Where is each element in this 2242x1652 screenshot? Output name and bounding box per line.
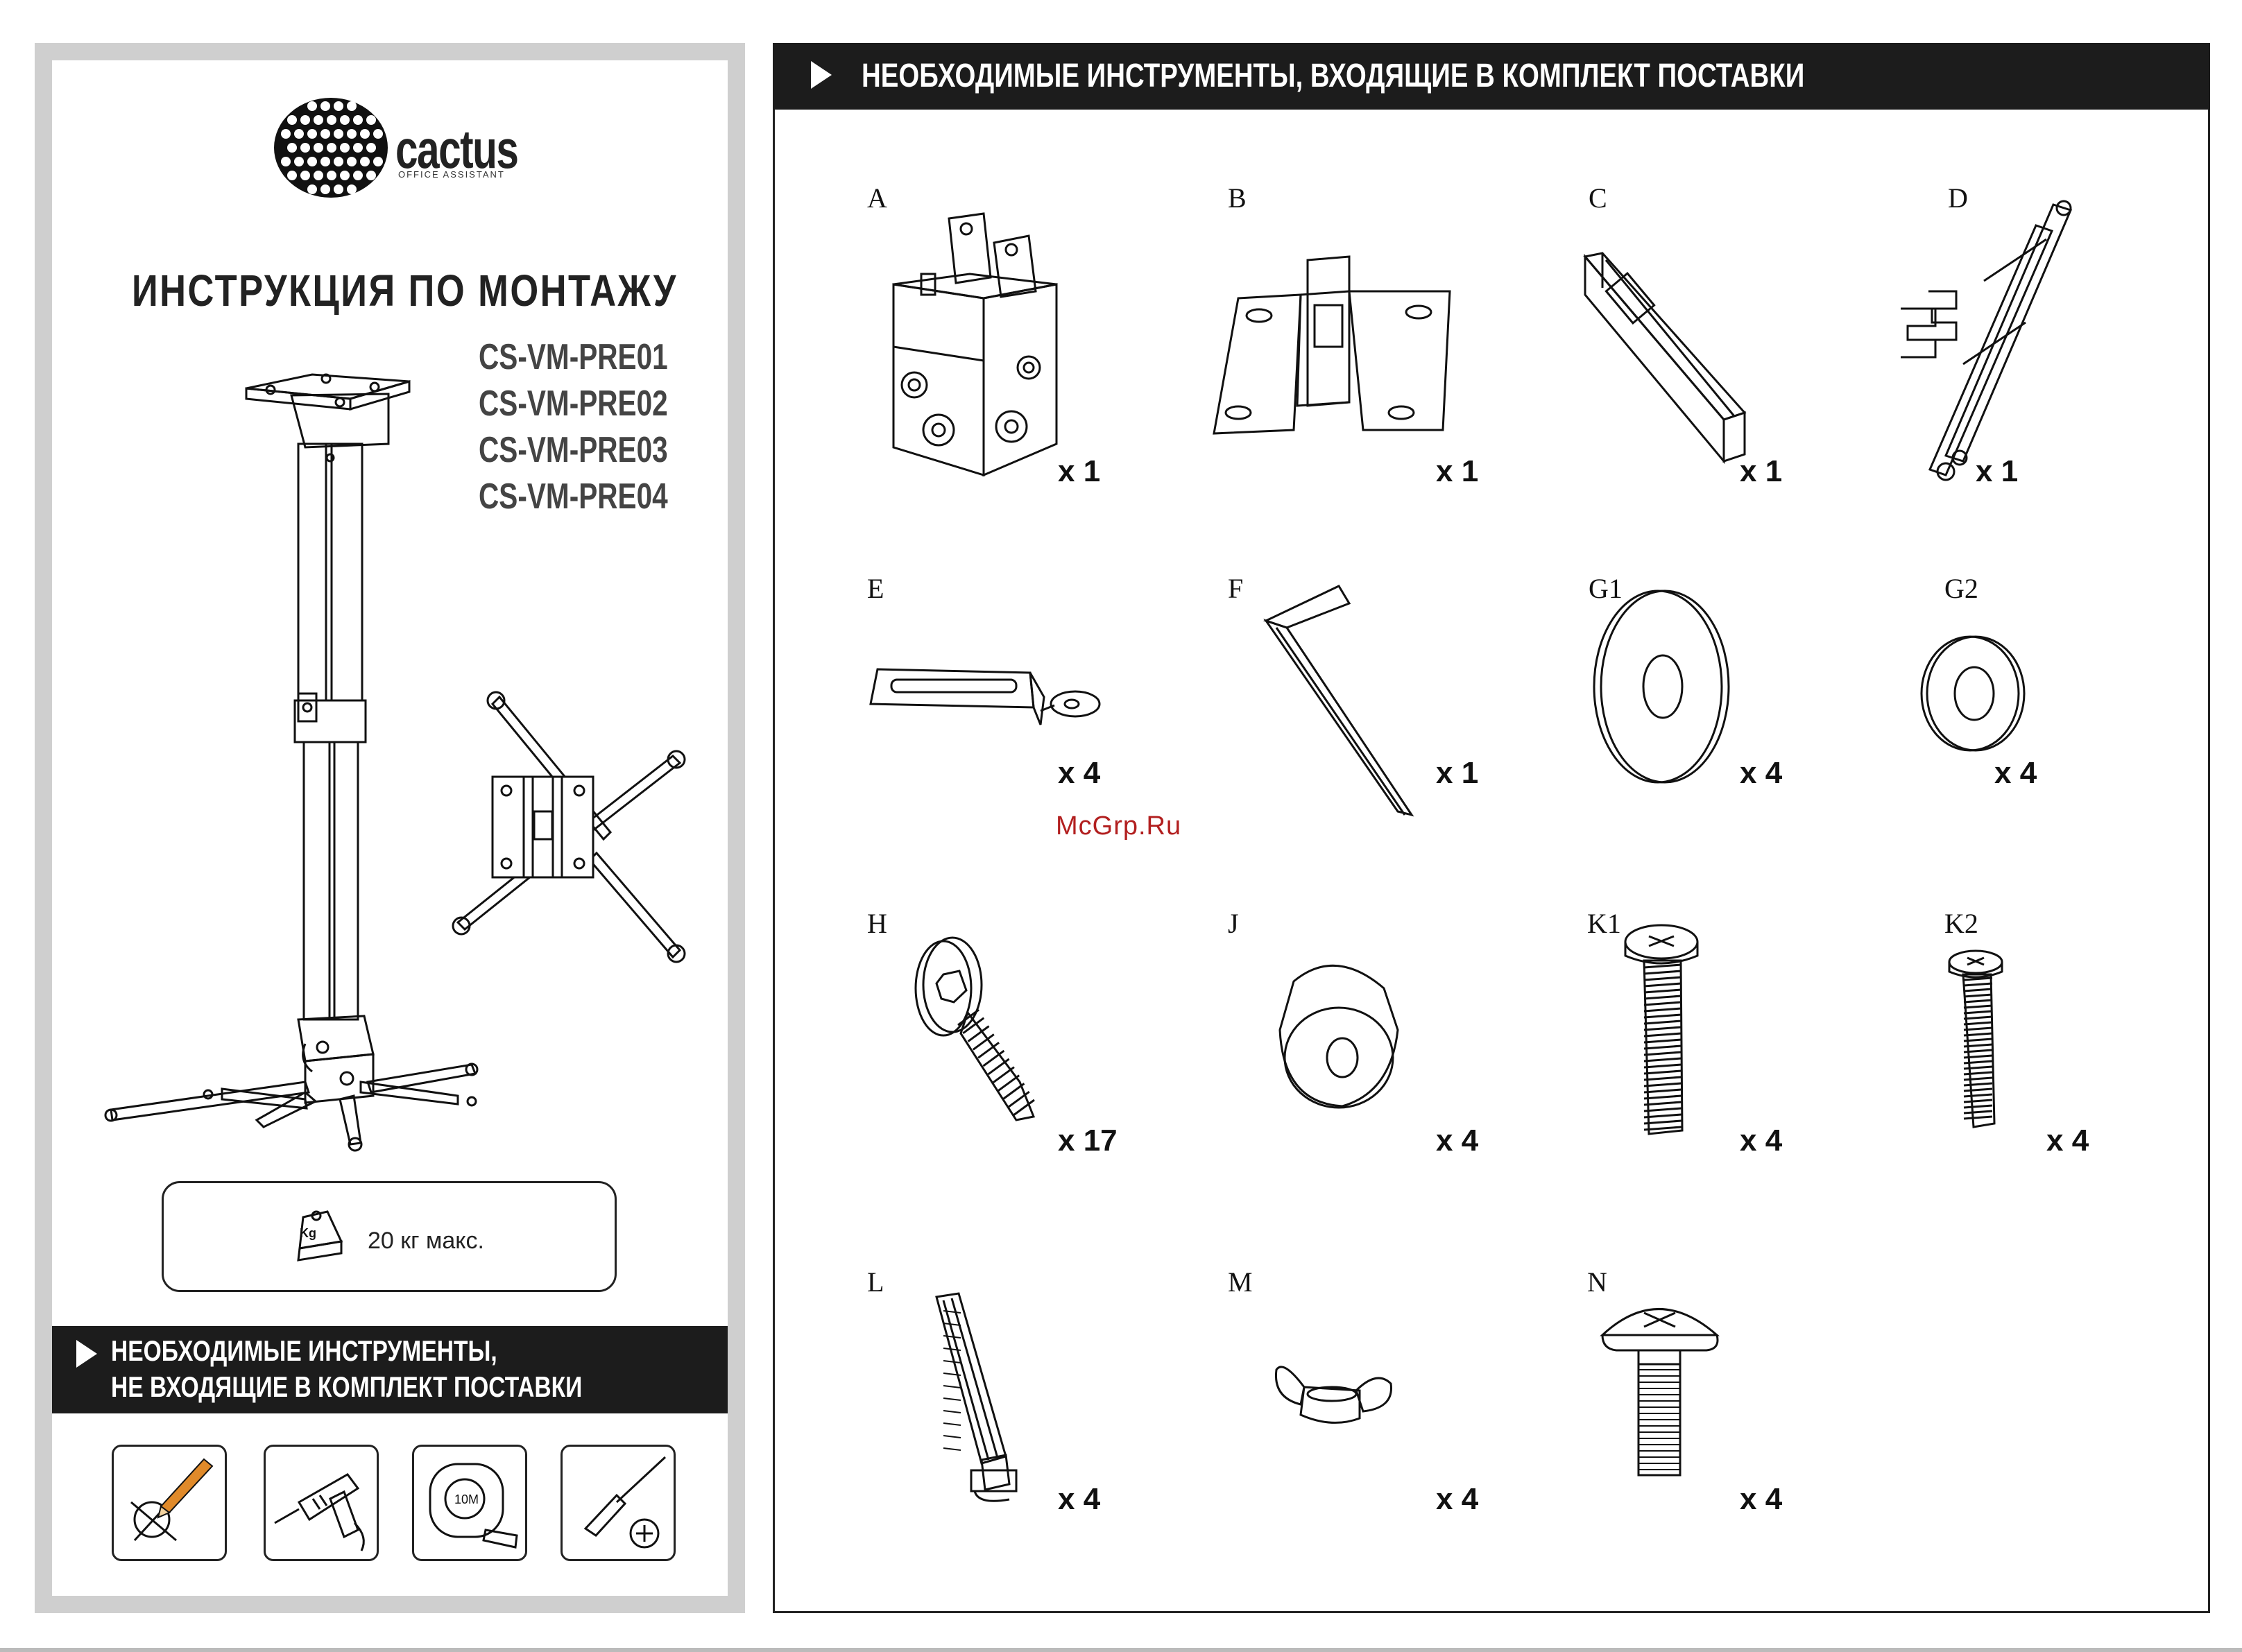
- page-bottom-rule: [0, 1648, 2242, 1652]
- part-m-qty: x 4: [1436, 1482, 1479, 1516]
- document-title: ИНСТРУКЦИЯ ПО МОНТАЖУ: [132, 266, 678, 316]
- part-n-qty: x 4: [1740, 1482, 1783, 1516]
- part-e-bracket-icon: [869, 668, 1101, 725]
- part-b-letter: B: [1228, 182, 1247, 214]
- part-g1-qty: x 4: [1740, 756, 1783, 790]
- pencil-icon: [130, 1458, 214, 1542]
- part-g2-qty: x 4: [1994, 756, 2037, 790]
- weight-icon-label: Kg: [300, 1226, 316, 1240]
- tape-measure-label: 10M: [454, 1492, 479, 1506]
- weight-icon: [297, 1210, 343, 1262]
- part-m-letter: M: [1228, 1266, 1253, 1298]
- part-l-wall-anchor-icon: [935, 1292, 1018, 1502]
- part-a-letter: A: [867, 182, 887, 214]
- part-f-letter: F: [1228, 573, 1244, 604]
- part-b-ceiling-plate-icon: [1213, 255, 1451, 435]
- tool-pencil: [112, 1445, 227, 1561]
- part-k1-qty: x 4: [1740, 1124, 1783, 1158]
- model-2: CS-VM-PRE02: [479, 384, 668, 424]
- watermark: McGrp.Ru: [1056, 811, 1182, 841]
- tool-drill: [264, 1445, 379, 1561]
- parts-included-header: НЕОБХОДИМЫЕ ИНСТРУМЕНТЫ, ВХОДЯЩИЕ В КОМП…: [773, 43, 2210, 110]
- max-load-box: [162, 1181, 617, 1292]
- part-l-qty: x 4: [1058, 1482, 1101, 1516]
- brand-tagline: OFFICE ASSISTANT: [398, 169, 505, 180]
- drill-icon: [274, 1473, 365, 1551]
- part-k1-letter: K1: [1587, 908, 1621, 939]
- model-4: CS-VM-PRE04: [479, 476, 668, 517]
- tool-screwdriver: [560, 1445, 676, 1561]
- tools-not-included-heading-line1: НЕОБХОДИМЫЕ ИНСТРУМЕНТЫ,: [111, 1334, 497, 1367]
- part-k2-letter: K2: [1944, 908, 1978, 939]
- brand-name: cactus: [395, 119, 519, 180]
- model-1: CS-VM-PRE01: [479, 337, 668, 377]
- part-h-hex-bolt-icon: [914, 936, 1036, 1121]
- part-j-qty: x 4: [1436, 1124, 1479, 1158]
- part-h-letter: H: [867, 908, 887, 939]
- part-g2-small-washer-icon: [1920, 635, 2026, 752]
- part-f-hex-key-icon: [1263, 585, 1414, 817]
- part-c-pole-icon: [1583, 252, 1747, 465]
- tools-not-included-header: НЕОБХОДИМЫЕ ИНСТРУМЕНТЫ, НЕ ВХОДЯЩИЕ В К…: [52, 1326, 728, 1413]
- part-a-joint-block-icon: [892, 212, 1058, 477]
- part-c-letter: C: [1589, 182, 1607, 214]
- part-c-qty: x 1: [1740, 454, 1783, 488]
- play-arrow-icon: [76, 1340, 97, 1368]
- part-m-wing-nut-icon: [1274, 1366, 1392, 1424]
- part-k2-qty: x 4: [2046, 1124, 2089, 1158]
- part-b-qty: x 1: [1436, 454, 1479, 488]
- part-e-qty: x 4: [1058, 756, 1101, 790]
- part-j-letter: J: [1228, 908, 1239, 939]
- ceiling-mount-illustration: [104, 373, 686, 1152]
- part-f-qty: x 1: [1436, 756, 1479, 790]
- part-g1-letter: G1: [1589, 573, 1623, 604]
- part-g1-large-washer-icon: [1593, 590, 1730, 784]
- part-j-spacer-icon: [1278, 964, 1399, 1109]
- tools-not-included-heading-line2: НЕ ВХОДЯЩИЕ В КОМПЛЕКТ ПОСТАВКИ: [111, 1370, 583, 1403]
- part-n-letter: N: [1587, 1266, 1607, 1298]
- tool-tape-measure: 10M: [412, 1445, 527, 1561]
- parts-included-heading: НЕОБХОДИМЫЕ ИНСТРУМЕНТЫ, ВХОДЯЩИЕ В КОМП…: [862, 58, 1805, 94]
- play-arrow-icon: [811, 61, 832, 89]
- model-3: CS-VM-PRE03: [479, 430, 668, 470]
- part-d-adapter-arm-icon: [1901, 200, 2073, 481]
- cactus-logo-icon: [274, 98, 388, 198]
- part-n-carriage-bolt-icon: [1600, 1308, 1720, 1477]
- part-l-letter: L: [867, 1266, 884, 1298]
- screwdriver-icon: [583, 1456, 667, 1549]
- part-d-letter: D: [1948, 182, 1968, 214]
- tape-measure-icon: 10M: [429, 1463, 518, 1549]
- part-e-letter: E: [867, 573, 884, 604]
- part-g2-letter: G2: [1944, 573, 1978, 604]
- part-h-qty: x 17: [1058, 1124, 1118, 1158]
- part-k2-screw-icon: [1948, 949, 2003, 1128]
- max-load-text: 20 кг макс.: [368, 1228, 484, 1254]
- part-d-qty: x 1: [1976, 454, 2019, 488]
- part-a-qty: x 1: [1058, 454, 1101, 488]
- part-k1-screw-icon: [1624, 924, 1699, 1135]
